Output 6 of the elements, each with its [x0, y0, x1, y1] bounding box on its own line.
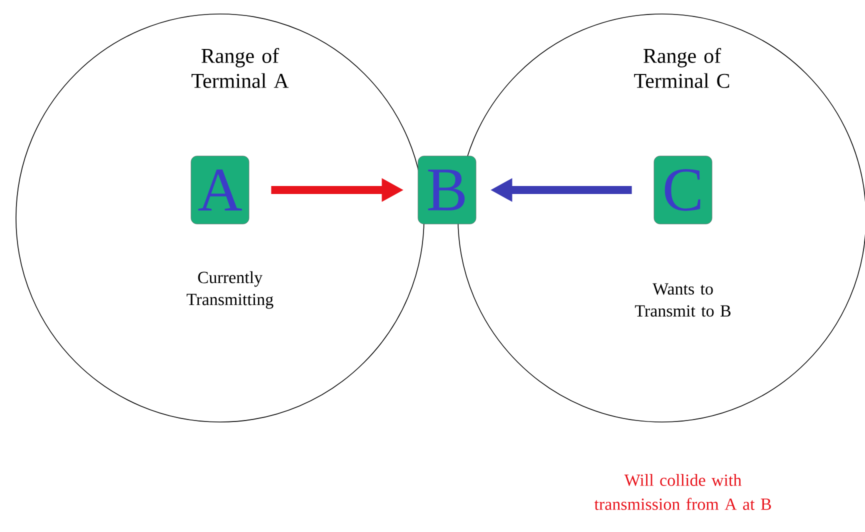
node-caption: Wants to Transmit to B — [634, 283, 730, 317]
warning-note: Will collide with transmission from A at B — [594, 474, 771, 510]
terminal-box: B — [418, 156, 476, 224]
node-caption: Currently Transmitting — [186, 271, 274, 309]
terminal-box: A — [190, 156, 250, 224]
terminal-box: C — [654, 156, 712, 224]
